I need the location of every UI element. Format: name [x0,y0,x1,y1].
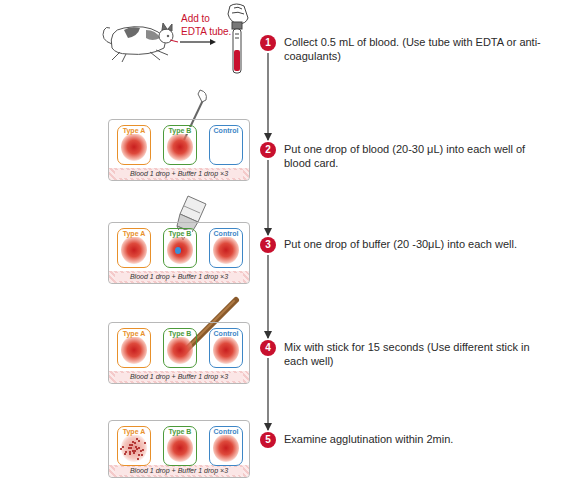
well-label-row: Control [210,127,242,135]
agglutination-speck [124,453,126,455]
blood-drop [167,133,193,161]
step-number-text: 3 [265,240,271,250]
well-label: Type A [122,428,147,435]
well-label: Control [213,230,240,237]
step-number: 1 [260,35,276,51]
step-number: 4 [260,340,276,356]
step-arrow [267,160,268,235]
card-instruction: Blood 1 drop + Buffer 1 drop ×3 [115,373,243,381]
well-label-row: Control [210,230,242,238]
step-number: 3 [260,237,276,253]
card-well: Type B [163,426,197,466]
step-instruction: Collect 0.5 mL of blood. (Use tube with … [284,36,554,64]
card-well: Type A [117,125,151,165]
blood-drop [121,336,147,364]
card-well: Control [209,426,243,466]
blood-card: Blood 1 drop + Buffer 1 drop ×3 Type A Typ… [108,420,250,478]
card-well: Type B [163,228,197,268]
step-number-text: 2 [265,145,271,155]
well-label: Type A [122,330,147,337]
card-instruction: Blood 1 drop + Buffer 1 drop ×3 [115,467,243,475]
agglutination-speck [132,441,134,443]
step-number: 2 [260,142,276,158]
step-arrow [267,53,268,140]
well-label-row: Control [210,428,242,436]
hand-and-tube [228,4,248,73]
well-label: Control [213,428,240,435]
agglutination-speck [129,444,131,446]
blood-drop [213,336,239,364]
step-number: 5 [260,432,276,448]
card-well: Control [209,228,243,268]
agglutination-speck [142,449,144,451]
blood-card: Blood 1 drop + Buffer 1 drop ×3 Type A Typ… [108,222,250,284]
well-label: Type B [168,428,193,435]
step-arrow [267,255,268,338]
step-instruction: Put one drop of buffer (20 -30μL) into e… [284,238,554,252]
agglutination-speck [138,440,140,442]
card-well: Control [209,328,243,368]
step-arrow [267,358,268,430]
well-label: Control [213,330,240,337]
card-well: Type A [117,328,151,368]
card-instruction: Blood 1 drop + Buffer 1 drop ×3 [115,170,243,178]
blood-drop [213,236,239,264]
agglutination-speck [136,438,138,440]
well-label-row: Type B [164,428,196,436]
card-well: Type A [117,228,151,268]
step-instruction: Mix with stick for 15 seconds (Use diffe… [284,341,554,369]
well-label: Type A [122,230,147,237]
step-instruction: Put one drop of blood (20-30 μL) into ea… [284,143,554,171]
well-label-row: Type B [164,230,196,238]
step-number-text: 5 [265,435,271,445]
well-label-row: Type A [118,127,150,135]
well-label: Type B [168,127,193,134]
well-label-row: Type A [118,330,150,338]
blood-card: Blood 1 drop + Buffer 1 drop ×3 Type A Typ… [108,119,250,181]
well-label: Control [213,127,240,134]
step-number-text: 4 [265,343,271,353]
blood-drop [213,434,239,462]
well-label-row: Type A [118,428,150,436]
well-label-row: Type B [164,127,196,135]
well-label-row: Control [210,330,242,338]
step-number-text: 1 [265,38,271,48]
blood-drop [167,336,193,364]
blood-drop [121,236,147,264]
card-instruction: Blood 1 drop + Buffer 1 drop ×3 [115,273,243,281]
card-well: Type B [163,328,197,368]
well-label: Type A [122,127,147,134]
transfer-arrow [180,39,216,45]
well-label-row: Type B [164,330,196,338]
blood-card: Blood 1 drop + Buffer 1 drop ×3 Type A Typ… [108,322,250,384]
well-label: Type B [168,330,193,337]
blood-drop [121,133,147,161]
blood-drop [167,434,193,462]
card-well: Control [209,125,243,165]
buffer-drop [175,247,181,254]
blood-drop [121,434,147,462]
card-well: Type A [117,426,151,466]
well-label-row: Type A [118,230,150,238]
well-label: Type B [168,230,193,237]
agglutination-speck [137,458,139,460]
step-instruction: Examine agglutination within 2min. [284,433,554,447]
cat-figure [103,23,178,62]
tube-note: Add to EDTA tube. [181,13,237,38]
agglutination-speck [133,452,135,454]
card-well: Type B [163,125,197,165]
agglutination-speck [129,453,131,455]
